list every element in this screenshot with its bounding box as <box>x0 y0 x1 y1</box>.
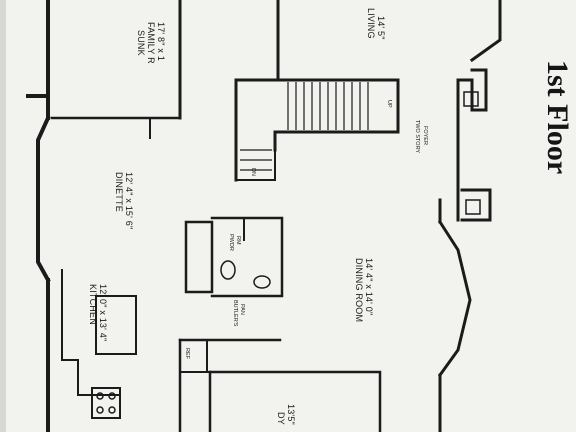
room-labels: SUNK FAMILY R 17' 8" x 1 LIVING 14' 5" D… <box>88 8 574 425</box>
entry-column-top <box>456 68 488 112</box>
range <box>91 387 121 419</box>
burner-icon <box>96 392 104 400</box>
dining-bay <box>437 219 472 378</box>
pan-label: PAN <box>239 304 245 315</box>
foyer-label: FOYER <box>422 126 428 145</box>
dining-dims: 14' 4" x 14' 0" <box>364 258 374 315</box>
wall-bay-dinette <box>36 115 51 283</box>
rm-label: RM <box>235 236 241 245</box>
living-dims: 14' 5" <box>376 16 386 40</box>
study-dims: 13'5" <box>286 404 296 425</box>
pwdr-label: PWDR <box>228 234 234 251</box>
sink-icon <box>253 275 271 289</box>
floor-title: 1st Floor <box>541 60 574 174</box>
burner-icon <box>108 392 116 400</box>
kitchen-island <box>95 295 137 355</box>
stair-wall <box>234 78 400 152</box>
sunken-name1: SUNK <box>136 30 146 56</box>
study-top <box>208 370 382 432</box>
walls <box>26 0 502 432</box>
dining-name: DINING ROOM <box>354 258 364 322</box>
living-name: LIVING <box>366 8 376 39</box>
entry-column-bottom <box>460 188 492 222</box>
fixtures <box>96 91 481 414</box>
sunken-dims: 17' 8" x 1 <box>156 22 166 61</box>
up-label: UP <box>386 100 392 108</box>
closet-box <box>184 220 214 294</box>
dinette-dims: 12' 4" x 15' 6" <box>124 172 134 229</box>
butlers-label: BUTLER'S <box>232 300 238 327</box>
dinette-name: DINETTE <box>114 172 124 212</box>
stair-lower <box>235 149 276 181</box>
paper-sheet <box>6 0 576 432</box>
burner-icon <box>96 406 104 414</box>
dn-label: DN <box>250 168 256 176</box>
kitchen-dims: 12' 0" x 13' 4" <box>98 284 108 341</box>
powder-room <box>210 216 284 298</box>
stair-treads <box>240 82 369 171</box>
column-icon <box>465 199 481 215</box>
study-name: DY <box>276 412 286 425</box>
column-icon <box>463 91 479 107</box>
toilet-icon <box>220 260 236 280</box>
kitchen-name: KITCHEN <box>88 284 98 325</box>
two-story-label: TWO STORY <box>414 120 420 153</box>
sunken-name2: FAMILY R <box>146 22 156 64</box>
ref-label: REF <box>184 348 190 360</box>
wall-living-right <box>469 0 502 63</box>
burner-icon <box>108 406 116 414</box>
